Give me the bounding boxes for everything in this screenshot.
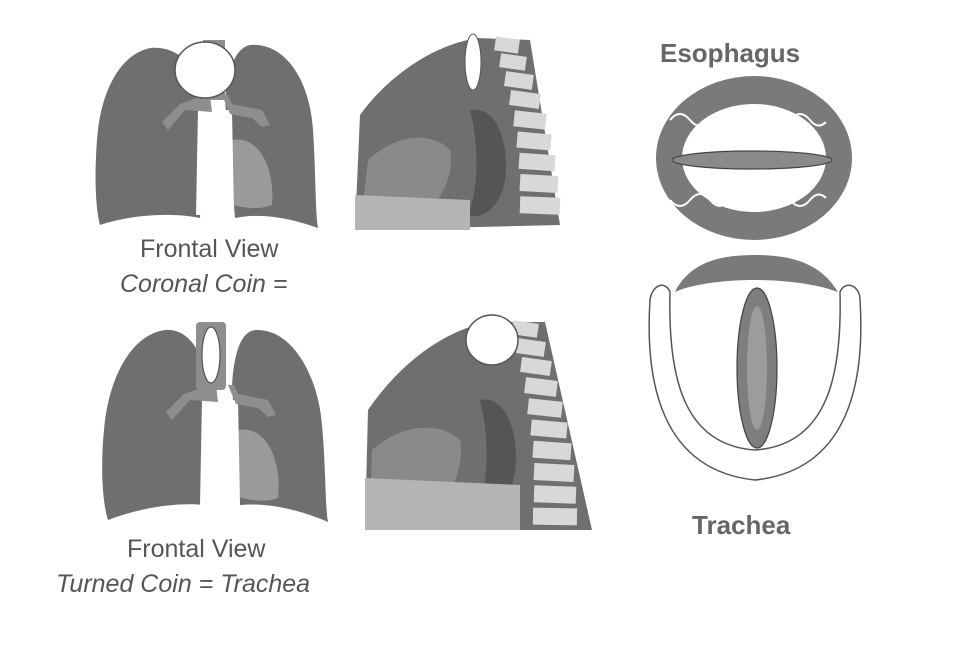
esophagus-coin — [671, 150, 833, 170]
heart-shadow — [232, 139, 273, 209]
spine — [494, 36, 561, 215]
trachea-posterior-membrane — [675, 255, 838, 292]
top-frontal-view-label: Frontal View — [140, 235, 279, 263]
lateral-aorta-2 — [478, 399, 516, 512]
lateral-coin-edge — [464, 33, 482, 91]
top-coin-note: Coronal Coin = — [120, 270, 288, 298]
turned-coin — [201, 326, 221, 384]
trachea-label: Trachea — [692, 510, 791, 540]
bronchi-2 — [166, 385, 276, 420]
bronchi — [162, 95, 270, 130]
bottom-coin-note: Turned Coin = Trachea — [56, 570, 311, 598]
lateral-aorta — [468, 109, 506, 217]
heart-shadow-2 — [238, 429, 279, 501]
spine-2 — [511, 320, 578, 526]
lateral-chest-coronal-coin — [355, 33, 561, 230]
bottom-frontal-view-label: Frontal View — [127, 535, 266, 563]
mediastinum — [196, 110, 234, 215]
lateral-abdomen-2 — [365, 478, 520, 530]
trachea-cartilage-outer — [648, 284, 862, 481]
frontal-chest-coronal-coin — [95, 40, 318, 228]
lateral-heart — [362, 137, 451, 215]
trachea-cross-section — [648, 255, 862, 481]
lateral-chest-turned-coin — [365, 314, 592, 530]
esophagus-mucosa — [669, 113, 827, 207]
mediastinum-2 — [200, 400, 240, 505]
lateral-abdomen — [355, 195, 470, 230]
coronal-coin — [174, 41, 236, 99]
left-lung — [95, 47, 205, 226]
esophagus-cross-section — [656, 76, 852, 240]
lateral-round-coin — [465, 314, 519, 366]
esophagus-label: Esophagus — [660, 38, 801, 68]
left-lung-2 — [102, 329, 208, 520]
frontal-chest-turned-coin — [102, 322, 328, 522]
trachea-coin-highlight — [747, 306, 767, 430]
